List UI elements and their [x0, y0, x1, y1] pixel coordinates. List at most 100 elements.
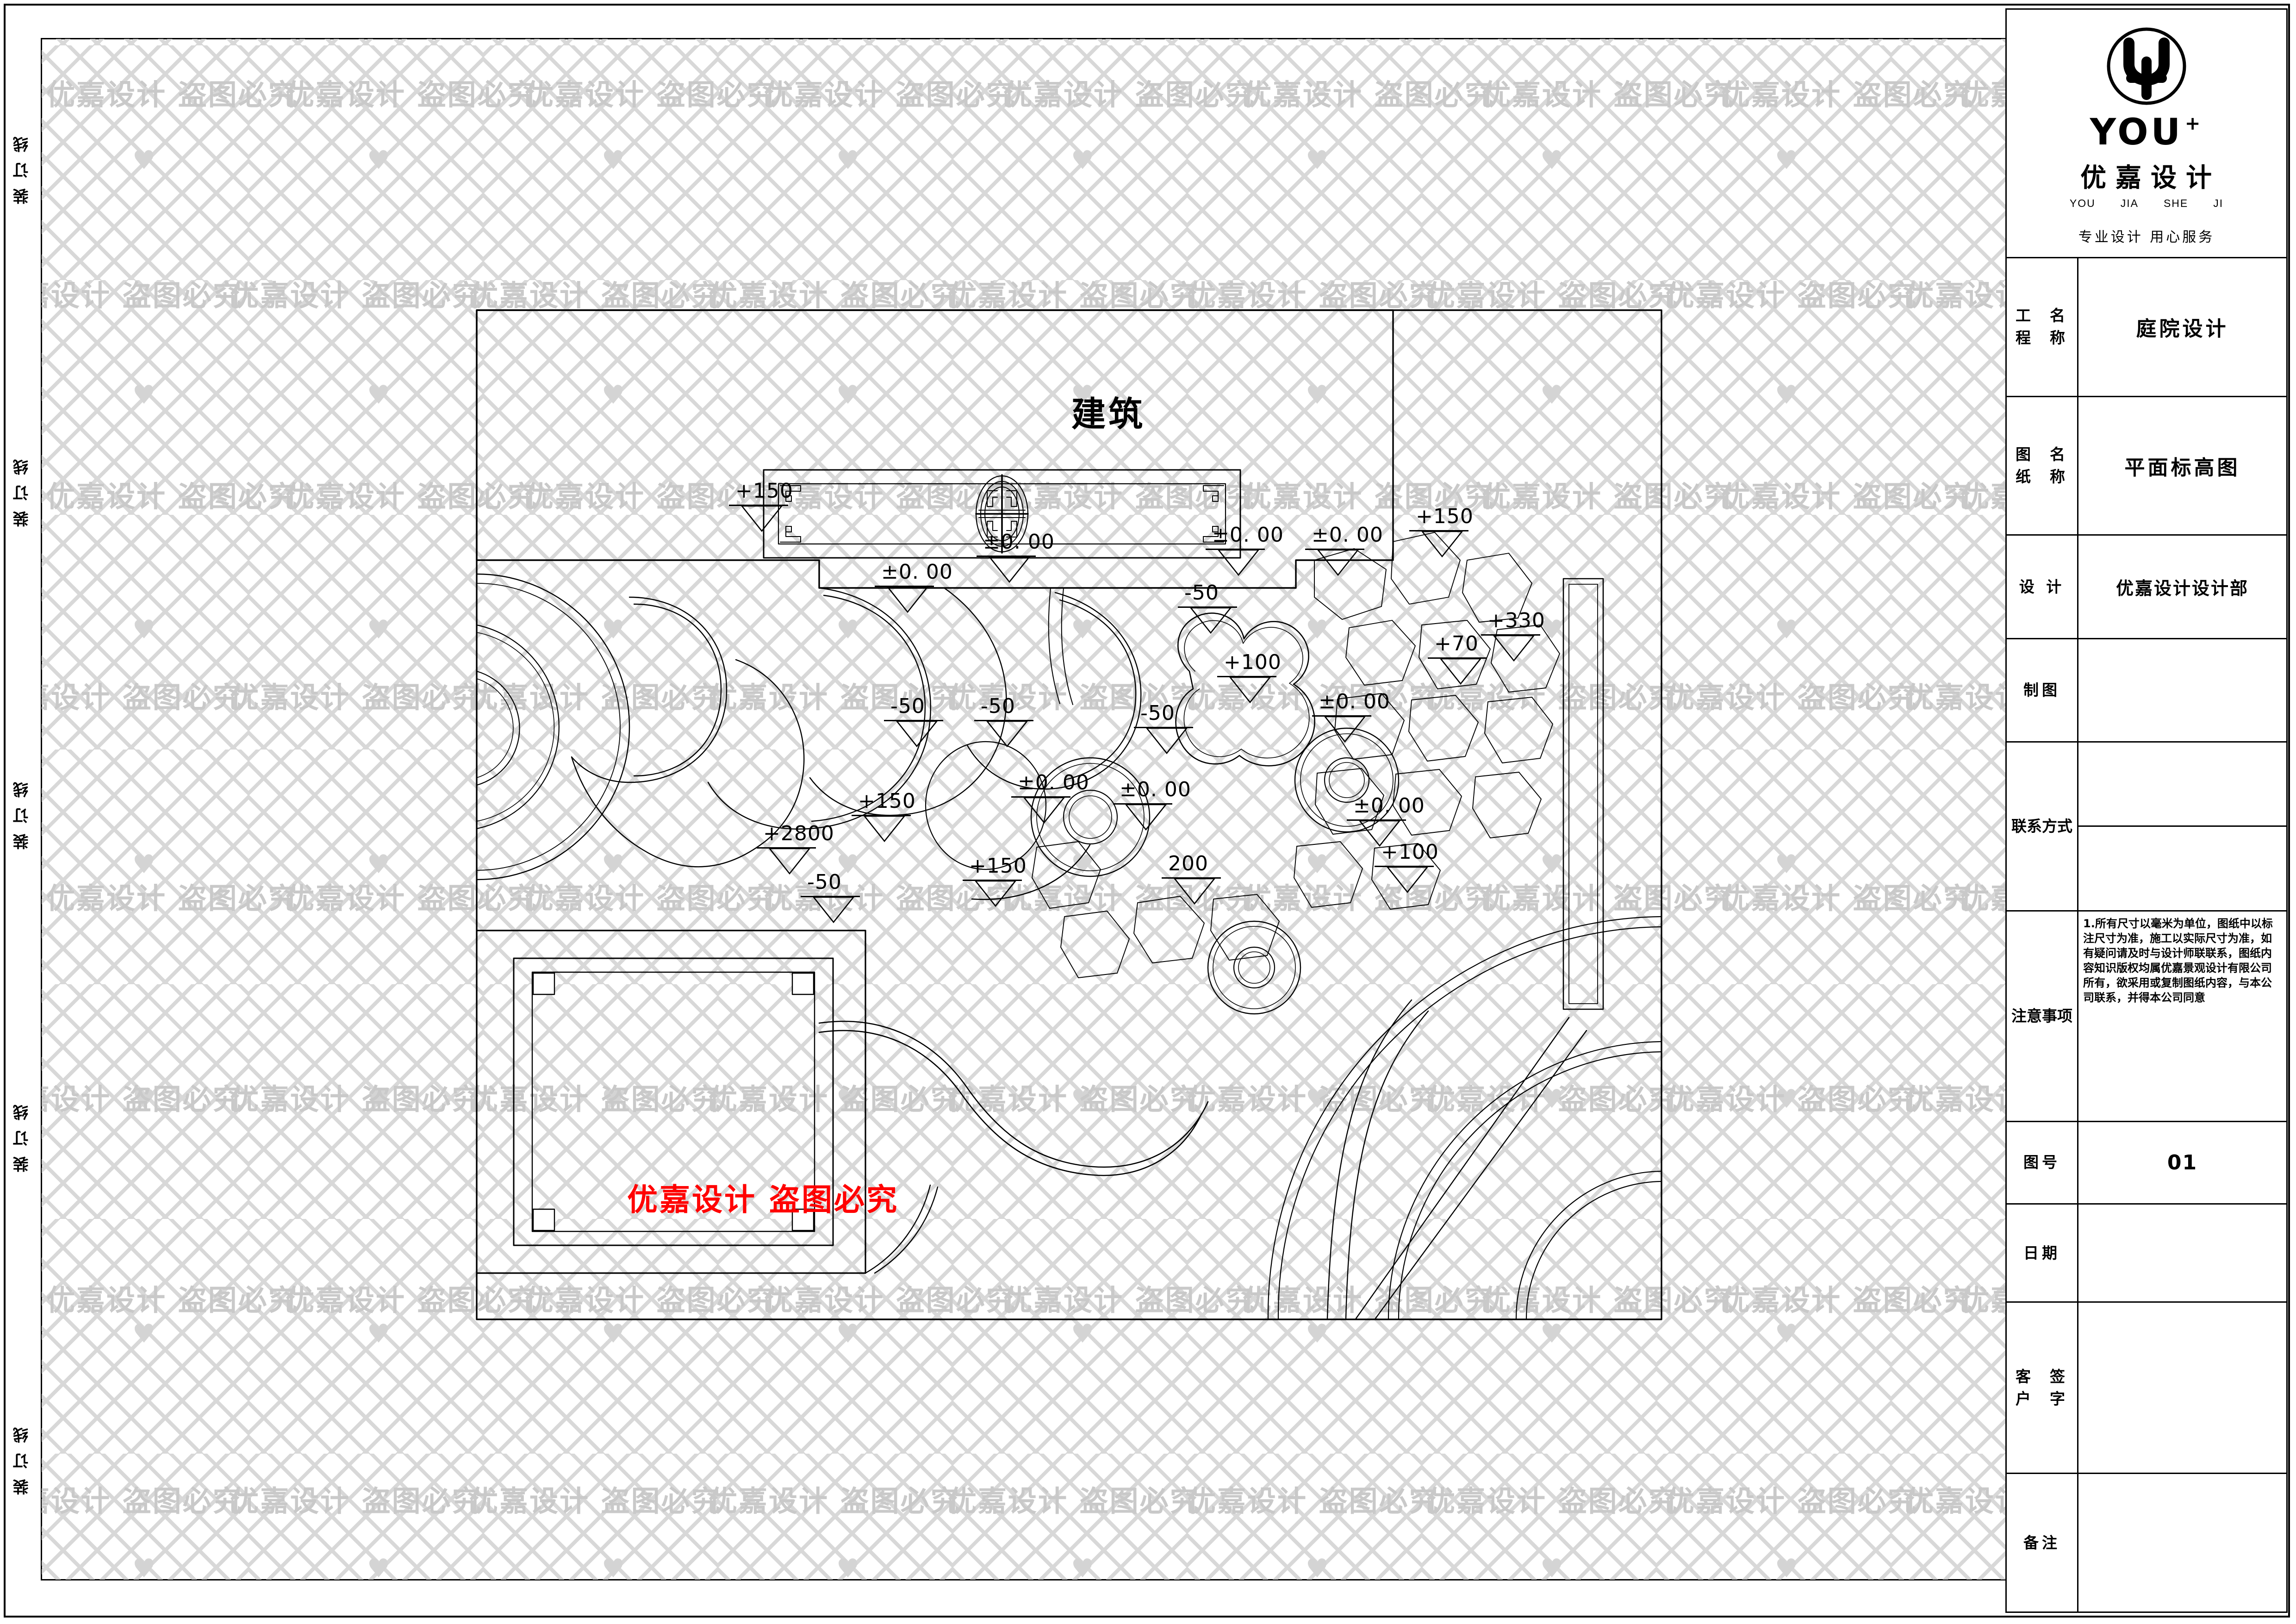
elevation-triangle-icon — [986, 720, 1028, 748]
elevation-value: ±0. 00 — [983, 530, 1055, 554]
title-block-key: 注意事项 — [2007, 911, 2078, 1121]
elevation-triangle-icon — [1317, 549, 1359, 576]
elevation-value: ±0. 00 — [1212, 523, 1284, 547]
title-block-value[interactable] — [2078, 639, 2286, 741]
elevation-value: +330 — [1487, 609, 1545, 632]
elevation-triangle-icon — [1125, 804, 1167, 831]
elevation-triangle-icon — [1189, 607, 1232, 634]
elevation-value: ±0. 00 — [1312, 523, 1383, 547]
elevation-tag: +2800 — [757, 822, 834, 875]
elevation-value: +150 — [1416, 505, 1474, 528]
elevation-value: +2800 — [763, 822, 834, 845]
elevation-triangle-icon — [1173, 878, 1216, 905]
elevation-value: -50 — [890, 694, 925, 718]
logo-wordmark-text: YOU — [2090, 112, 2183, 153]
elevation-triangle-icon — [1324, 716, 1366, 743]
elevation-value: ±0. 00 — [1353, 794, 1425, 818]
title-block-row: 制图 — [2007, 639, 2286, 743]
contact-line-1[interactable] — [2078, 743, 2286, 827]
elevation-triangle-icon — [886, 586, 929, 613]
elevation-tag: ±0. 00 — [977, 530, 1055, 584]
title-block-value[interactable] — [2078, 743, 2286, 910]
elevation-triangle-icon — [1023, 797, 1065, 824]
elevation-tag: ±0. 00 — [1206, 523, 1284, 577]
title-block-value[interactable] — [2078, 1474, 2286, 1612]
title-block-value[interactable] — [2078, 1205, 2286, 1301]
elevation-tag: +70 — [1428, 632, 1488, 686]
elevation-tag: +150 — [852, 789, 916, 843]
elevation-tag: +150 — [729, 479, 793, 533]
binding-label: 装订线 — [13, 1417, 31, 1495]
elevation-value: 200 — [1168, 852, 1208, 875]
elevation-triangle-icon — [1229, 676, 1271, 704]
radial-fan-paving — [1267, 916, 1661, 1319]
elevation-triangle-icon — [740, 505, 783, 532]
logo-pinyin: YOU JIA SHE JI — [2070, 197, 2223, 210]
elevation-tag: ±0. 00 — [1113, 778, 1191, 831]
title-block-key: 图号 — [2007, 1122, 2078, 1203]
logo-wordmark: YOU+ — [2090, 114, 2203, 150]
pinyin-you: YOU — [2069, 197, 2096, 209]
title-block-value: 优嘉设计设计部 — [2116, 578, 2249, 599]
elevation-triangle-icon — [1145, 727, 1188, 755]
circular-terrace-left — [476, 573, 630, 881]
elevation-value: ±0. 00 — [1018, 771, 1089, 794]
title-block-rows: 工 程名 称庭院设计图 纸名 称平面标高图设 计优嘉设计设计部制图联系方式注意事… — [2007, 258, 2286, 1612]
title-block-key: 备注 — [2007, 1474, 2078, 1612]
title-block-row: 备注 — [2007, 1474, 2286, 1612]
title-block-key: 图 纸名 称 — [2007, 397, 2078, 535]
elevation-tag: -50 — [1134, 701, 1194, 755]
title-block-value[interactable] — [2078, 1303, 2286, 1473]
pinyin-ji: JI — [2213, 197, 2224, 209]
elevation-triangle-icon — [812, 896, 855, 924]
title-block-key: 设 计 — [2007, 536, 2078, 638]
title-block-key: 客户签字 — [2007, 1303, 2078, 1473]
sheet-outer-border — [4, 4, 2290, 1618]
title-block-value: 1.所有尺寸以毫米为单位，图纸中以标注尺寸为准，施工以实际尺寸为准，如有疑问请及… — [2083, 917, 2273, 1005]
elevation-value: ±0. 00 — [1120, 778, 1191, 801]
title-block-key: 制图 — [2007, 639, 2078, 742]
elevation-triangle-icon — [1421, 531, 1463, 558]
company-slogan: 专业设计 用心服务 — [2078, 229, 2215, 245]
rill-channel — [1048, 587, 1073, 705]
elevation-triangle-icon — [1493, 635, 1535, 662]
elevation-value: -50 — [981, 694, 1015, 718]
logo-plus: + — [2184, 113, 2203, 134]
elevation-triangle-icon — [896, 720, 938, 748]
binding-label: 装订线 — [13, 449, 31, 527]
you-plus-logo-mark — [2107, 27, 2186, 105]
title-block-value: 平面标高图 — [2124, 456, 2240, 480]
pavilion-structure — [476, 930, 866, 1274]
title-block-row: 客户签字 — [2007, 1303, 2286, 1474]
elevation-value: ±0. 00 — [1319, 690, 1390, 713]
title-block-key: 联系方式 — [2007, 743, 2078, 910]
elevation-value: +150 — [735, 479, 793, 503]
elevation-tag: ±0. 00 — [1312, 690, 1390, 743]
elevation-triangle-icon — [1217, 549, 1260, 576]
title-block-row: 图 纸名 称 平面标高图 — [2007, 397, 2286, 536]
elevation-triangle-icon — [988, 556, 1031, 583]
elevation-value: +100 — [1224, 650, 1282, 674]
elevation-triangle-icon — [1439, 658, 1482, 685]
elevation-tag: ±0. 00 — [875, 560, 953, 614]
title-block-value: 01 — [2167, 1150, 2198, 1174]
elevation-tag: -50 — [884, 694, 944, 748]
binding-label: 装订线 — [13, 771, 31, 849]
elevation-tag: -50 — [974, 694, 1034, 748]
garden-path-curves — [1326, 999, 1587, 1319]
elevation-value: +150 — [969, 854, 1027, 878]
elevation-triangle-icon — [1386, 866, 1429, 893]
logo-chinese-name: 优嘉设计 — [2080, 163, 2221, 193]
elevation-tag: ±0. 00 — [1305, 523, 1383, 577]
elevation-value: +150 — [858, 789, 916, 813]
contact-line-2[interactable] — [2078, 827, 2286, 910]
elevation-tag: -50 — [1178, 581, 1238, 635]
title-block-row: 日期 — [2007, 1204, 2286, 1303]
company-logo-cell: YOU+ 优嘉设计 YOU JIA SHE JI 专业设计 用心服务 — [2007, 10, 2286, 258]
elevation-tag: -50 — [801, 870, 861, 924]
elevation-value: ±0. 00 — [881, 560, 953, 584]
elevation-tag: +150 — [1409, 505, 1474, 558]
title-block-row: 图号 01 — [2007, 1122, 2286, 1205]
title-block-key: 工 程名 称 — [2007, 258, 2078, 396]
